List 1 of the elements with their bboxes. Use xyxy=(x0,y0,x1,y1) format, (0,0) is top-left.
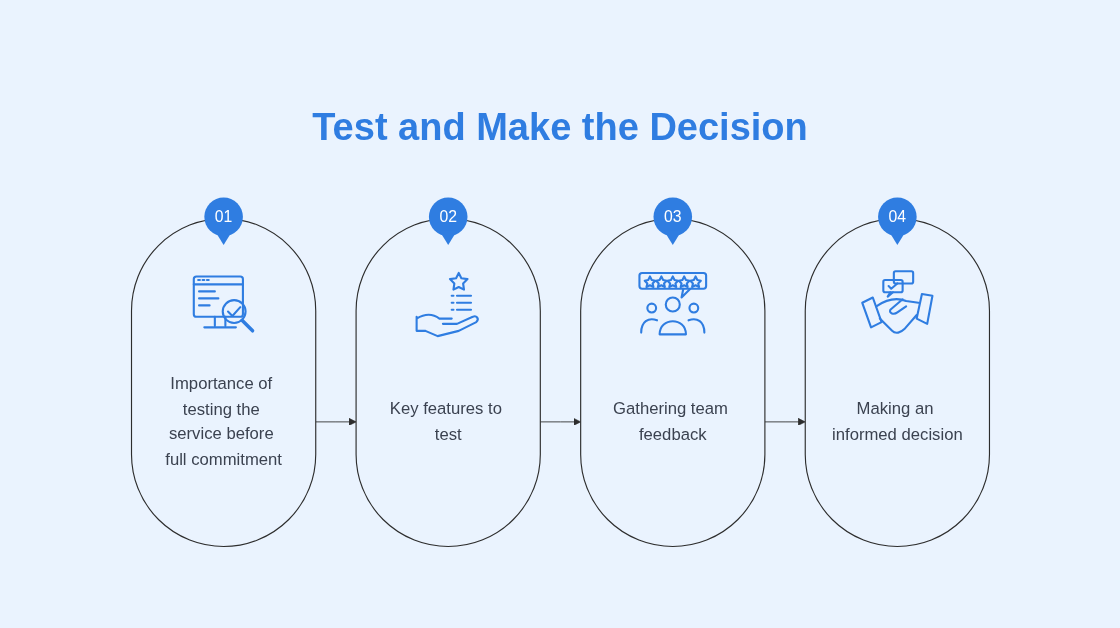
title: Test and Make the Decision xyxy=(312,105,808,150)
